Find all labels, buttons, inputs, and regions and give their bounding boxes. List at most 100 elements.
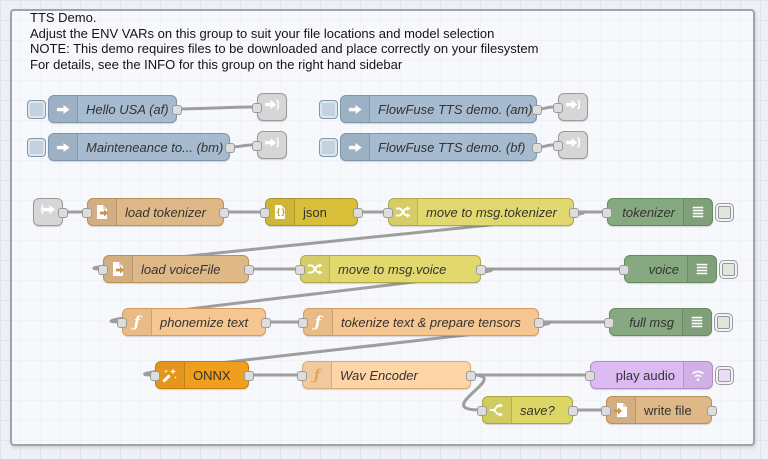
wire[interactable]: [462, 373, 486, 412]
node-phonemize-text[interactable]: ƒ phonemize text: [117, 308, 271, 336]
output-port[interactable]: [225, 143, 235, 153]
node-label: FlowFuse TTS demo. (bf): [378, 139, 526, 155]
input-port[interactable]: [117, 318, 127, 328]
debug-toggle-button[interactable]: [715, 202, 734, 222]
node-label: load voiceFile: [141, 261, 221, 277]
node-load-voicefile[interactable]: load voiceFile: [98, 255, 254, 283]
node-link-out-4[interactable]: [553, 131, 588, 159]
debug-list-icon: [682, 309, 711, 335]
input-port[interactable]: [585, 371, 595, 381]
output-port[interactable]: [707, 406, 717, 416]
output-port[interactable]: [353, 208, 363, 218]
output-port[interactable]: [58, 208, 68, 218]
debug-toggle-button[interactable]: [719, 259, 738, 279]
comment-line: NOTE: This demo requires files to be dow…: [30, 41, 539, 57]
node-onnx[interactable]: ONNX: [150, 361, 254, 389]
node-label: write file: [644, 402, 692, 418]
output-port[interactable]: [172, 105, 182, 115]
input-port[interactable]: [150, 371, 160, 381]
node-play-audio[interactable]: play audio: [585, 361, 734, 389]
link-out-icon: [565, 97, 581, 117]
input-port[interactable]: [260, 208, 270, 218]
file-out-icon: [607, 397, 636, 423]
node-label: full msg: [629, 314, 674, 330]
input-port[interactable]: [477, 406, 487, 416]
input-port[interactable]: [252, 141, 262, 151]
audio-toggle-button[interactable]: [715, 365, 734, 385]
output-port[interactable]: [532, 105, 542, 115]
node-load-tokenizer[interactable]: load tokenizer: [82, 198, 229, 226]
wire[interactable]: [176, 105, 253, 111]
node-debug-full-msg[interactable]: full msg: [604, 308, 733, 336]
node-inject-maintenance[interactable]: Mainteneance to... (bm): [27, 133, 235, 161]
input-port[interactable]: [601, 406, 611, 416]
output-port[interactable]: [532, 143, 542, 153]
inject-arrow-icon: [49, 96, 78, 122]
input-port[interactable]: [252, 103, 262, 113]
node-label: phonemize text: [160, 314, 249, 330]
input-port[interactable]: [82, 208, 92, 218]
node-label: save?: [520, 402, 555, 418]
audio-broadcast-icon: [683, 362, 712, 388]
input-port[interactable]: [383, 208, 393, 218]
debug-list-icon: [683, 199, 712, 225]
output-port[interactable]: [244, 265, 254, 275]
inject-trigger-button[interactable]: [27, 137, 46, 157]
input-port[interactable]: [298, 318, 308, 328]
output-port[interactable]: [568, 406, 578, 416]
inject-arrow-icon: [341, 134, 370, 160]
node-label: FlowFuse TTS demo. (am): [378, 101, 533, 117]
output-port[interactable]: [476, 265, 486, 275]
input-port[interactable]: [297, 371, 307, 381]
node-label: move to msg.tokenizer: [426, 204, 557, 220]
node-move-to-msg-voice[interactable]: move to msg.voice: [295, 255, 486, 283]
input-port[interactable]: [295, 265, 305, 275]
function-icon: ƒ: [304, 309, 333, 335]
input-port[interactable]: [98, 265, 108, 275]
comment-line: For details, see the INFO for this group…: [30, 56, 403, 72]
node-debug-voice[interactable]: voice: [619, 255, 738, 283]
input-port[interactable]: [604, 318, 614, 328]
node-link-out-1[interactable]: [252, 93, 287, 121]
inject-trigger-button[interactable]: [27, 99, 46, 119]
node-write-file[interactable]: write file: [601, 396, 717, 424]
shuffle-icon: [301, 256, 330, 282]
file-in-icon: [104, 256, 133, 282]
output-port[interactable]: [466, 371, 476, 381]
inject-trigger-button[interactable]: [319, 99, 338, 119]
node-label: tokenize text & prepare tensors: [341, 314, 521, 330]
node-inject-flowfuse-bf[interactable]: FlowFuse TTS demo. (bf): [319, 133, 542, 161]
function-icon: ƒ: [123, 309, 152, 335]
node-json[interactable]: {} json: [260, 198, 363, 226]
node-inject-flowfuse-am[interactable]: FlowFuse TTS demo. (am): [319, 95, 542, 123]
node-move-to-msg-tokenizer[interactable]: move to msg.tokenizer: [383, 198, 579, 226]
input-port[interactable]: [602, 208, 612, 218]
input-port[interactable]: [553, 103, 563, 113]
function-icon: ƒ: [303, 362, 332, 388]
node-tokenize-text[interactable]: ƒ tokenize text & prepare tensors: [298, 308, 544, 336]
comment-line: TTS Demo.: [30, 10, 97, 25]
node-save-switch[interactable]: save?: [477, 396, 578, 424]
node-label: tokenizer: [622, 204, 675, 220]
node-debug-tokenizer[interactable]: tokenizer: [602, 198, 734, 226]
input-port[interactable]: [619, 265, 629, 275]
output-port[interactable]: [569, 208, 579, 218]
node-link-out-3[interactable]: [252, 131, 287, 159]
magic-wand-icon: [156, 362, 185, 388]
inject-trigger-button[interactable]: [319, 137, 338, 157]
output-port[interactable]: [244, 371, 254, 381]
node-label: Hello USA (af): [86, 101, 169, 117]
inject-arrow-icon: [341, 96, 370, 122]
output-port[interactable]: [261, 318, 271, 328]
node-link-out-2[interactable]: [553, 93, 588, 121]
input-port[interactable]: [553, 141, 563, 151]
node-link-in-1[interactable]: [33, 198, 68, 226]
node-wav-encoder[interactable]: ƒ Wav Encoder: [297, 361, 476, 389]
debug-list-icon: [687, 256, 716, 282]
output-port[interactable]: [534, 318, 544, 328]
json-braces-icon: {}: [266, 199, 295, 225]
debug-toggle-button[interactable]: [714, 312, 733, 332]
node-inject-hello-usa[interactable]: Hello USA (af): [27, 95, 182, 123]
output-port[interactable]: [219, 208, 229, 218]
